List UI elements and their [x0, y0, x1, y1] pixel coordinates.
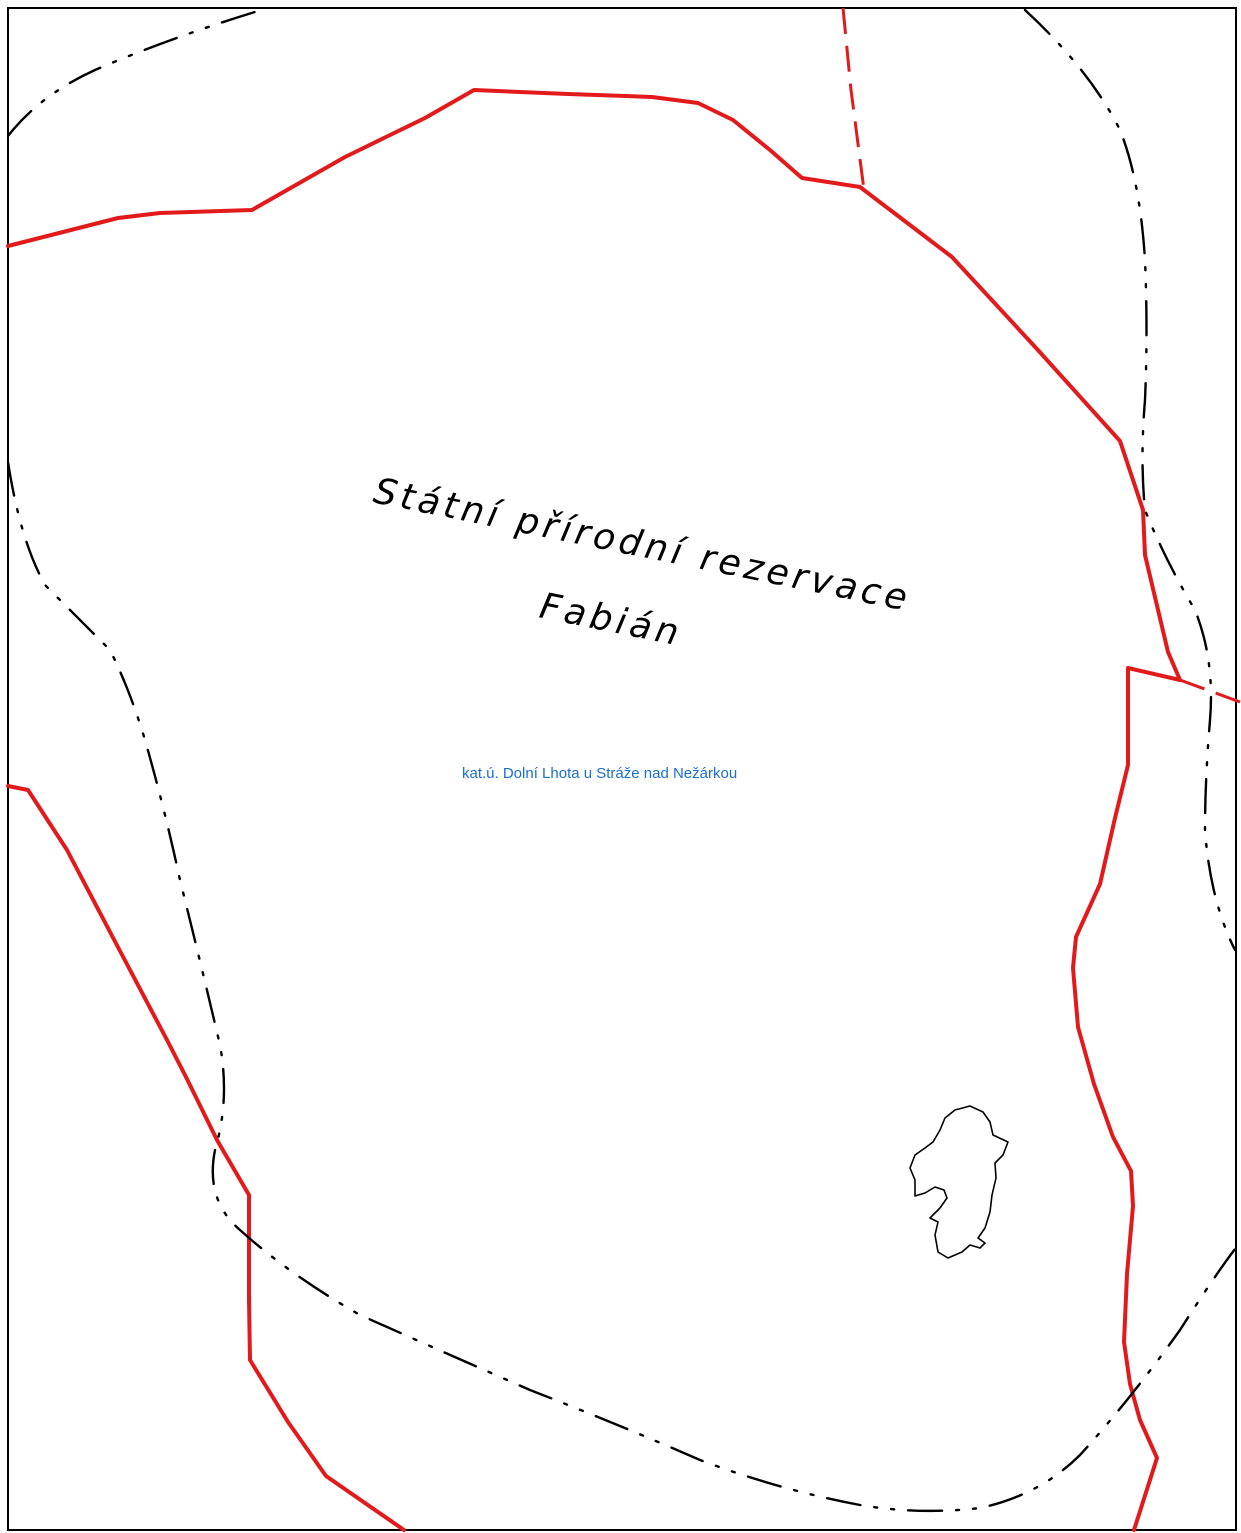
cadastral-territory-label: kat.ú. Dolní Lhota u Stráže nad Nežárkou [462, 765, 737, 782]
cadastral-boundary-top-left [6, 10, 257, 138]
map-border [7, 7, 1237, 1531]
reserve-name-line2: Fabián [536, 586, 686, 655]
reserve-boundary-left [6, 784, 406, 1532]
cadastral-boundary-right [1023, 8, 1237, 952]
cadastral-boundary-left [6, 460, 1240, 1513]
island-parcel [909, 1105, 1009, 1259]
dashed-boundary-right [1179, 678, 1241, 704]
reserve-boundary-top [6, 88, 1182, 1532]
dashed-boundary-top [841, 7, 866, 191]
reserve-name-line1: Státní přírodní rezervace [370, 471, 914, 620]
